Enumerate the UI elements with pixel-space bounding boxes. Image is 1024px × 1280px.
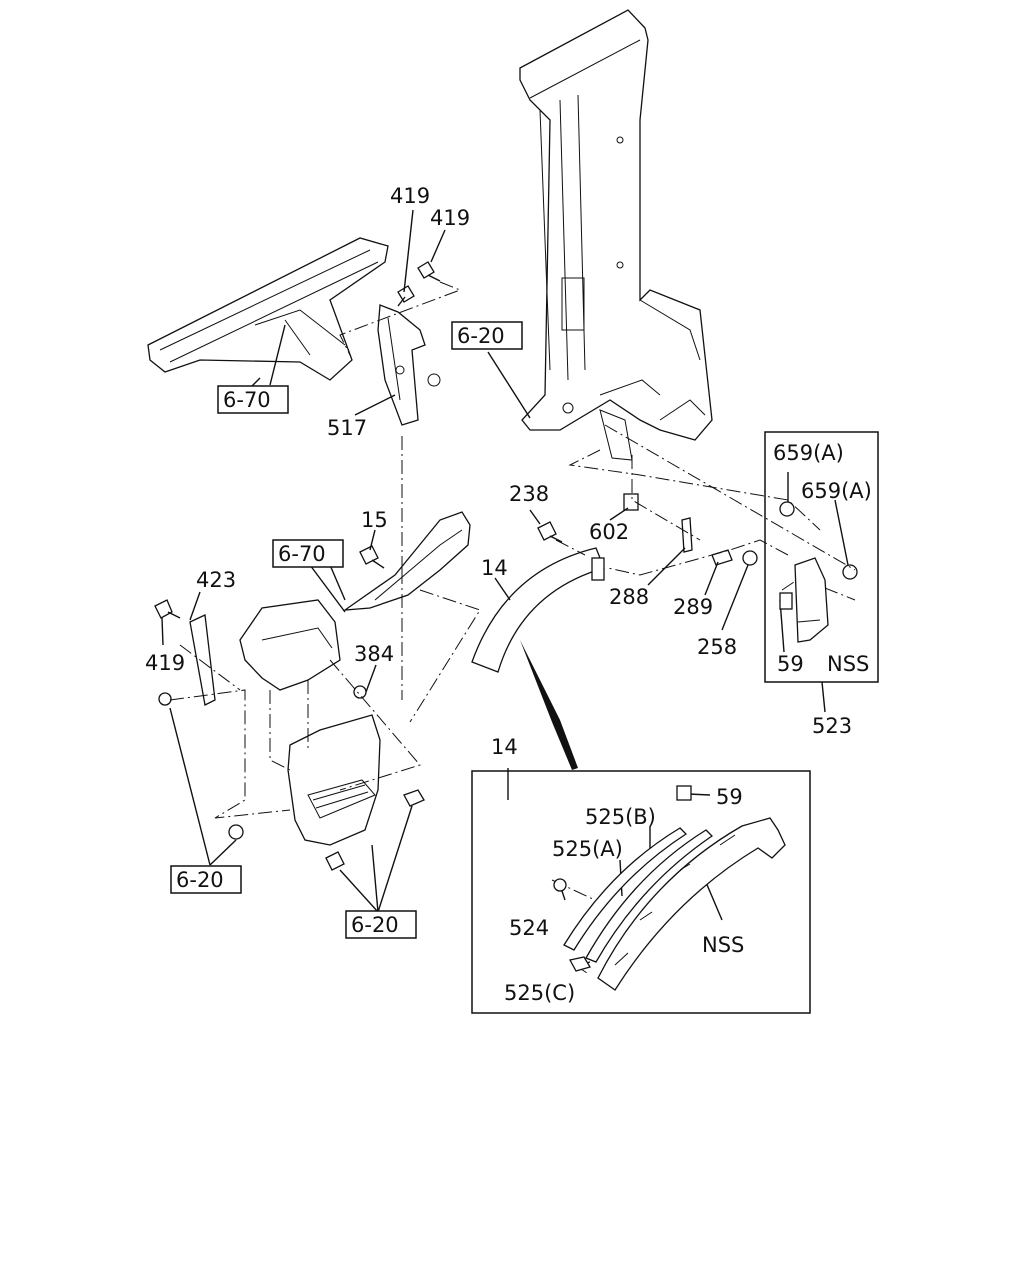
ref-6-70-middle: 6-70: [278, 542, 326, 566]
ref-box-6-20-left: [170, 865, 242, 894]
bracket-517: [377, 304, 441, 426]
callout-419-left: 419: [145, 651, 185, 675]
ref-box-6-70-upper: [217, 385, 289, 414]
ref-box-6-20-top: [451, 321, 523, 350]
callout-525a: 525(A): [552, 837, 623, 861]
callout-659a-top: 659(A): [773, 441, 844, 465]
callout-59-inset: 59: [716, 785, 743, 809]
callout-423: 423: [196, 568, 236, 592]
ref-box-6-70-middle: [272, 539, 344, 568]
callout-523: 523: [812, 714, 852, 738]
callout-289: 289: [673, 595, 713, 619]
callout-659a-lower: 659(A): [801, 479, 872, 503]
reference-boxes: 6-20 6-70 6-70 6-20 6-20: [170, 321, 523, 939]
ref-6-20-top: 6-20: [457, 324, 505, 348]
callout-238: 238: [509, 482, 549, 506]
ref-6-70-upper: 6-70: [223, 388, 271, 412]
inset-box-14: [471, 770, 811, 1014]
callout-419-top: 419: [390, 184, 430, 208]
ref-6-20-left: 6-20: [176, 868, 224, 892]
strap-288: [681, 517, 693, 553]
callout-524: 524: [509, 916, 549, 940]
callout-525c: 525(C): [504, 981, 575, 1005]
callout-525b: 525(B): [585, 805, 656, 829]
callout-14-inset: 14: [491, 735, 518, 759]
ref-6-20-bottom: 6-20: [351, 913, 399, 937]
callout-labels: 419 419 517 15 423 419 384 238 602 14 28…: [145, 184, 872, 1005]
callout-288: 288: [609, 585, 649, 609]
arch-trim-upper: [342, 511, 471, 611]
callout-602: 602: [589, 520, 629, 544]
callout-59-box: 59: [777, 652, 804, 676]
ref-box-6-20-bottom: [345, 910, 417, 939]
pillar-panel: [519, 9, 713, 461]
callout-258: 258: [697, 635, 737, 659]
callout-14: 14: [481, 556, 508, 580]
callout-nss-inset: NSS: [702, 933, 744, 957]
callout-15: 15: [361, 508, 388, 532]
upper-rail: [147, 237, 389, 381]
callout-384: 384: [354, 642, 394, 666]
wheel-arch-14: [471, 547, 605, 673]
bolts: [154, 261, 858, 871]
step-assembly: [189, 599, 381, 846]
callout-419-upper: 419: [430, 206, 470, 230]
callout-517: 517: [327, 416, 367, 440]
callout-nss-box: NSS: [827, 652, 869, 676]
inset-box-523: [764, 431, 879, 683]
